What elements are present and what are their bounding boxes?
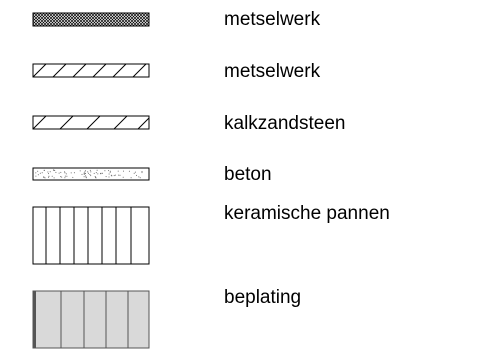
legend-label-masonry-2: metselwerk: [224, 61, 321, 82]
legend-label-sand-lime-brick: kalkzandsteen: [224, 113, 346, 134]
swatch-ceramic-tiles: [32, 206, 150, 265]
legend-label-masonry-1: metselwerk: [224, 9, 321, 30]
swatch-cladding: [32, 290, 150, 349]
swatch-concrete: [32, 167, 150, 181]
swatch-masonry-crosshatch: [32, 12, 150, 27]
swatch-masonry-diagonal: [32, 63, 150, 78]
swatch-sand-lime-brick: [32, 115, 150, 130]
legend-label-ceramic-tiles: keramische pannen: [224, 203, 390, 224]
legend-label-concrete: beton: [224, 164, 272, 185]
legend-label-cladding: beplating: [224, 287, 302, 308]
